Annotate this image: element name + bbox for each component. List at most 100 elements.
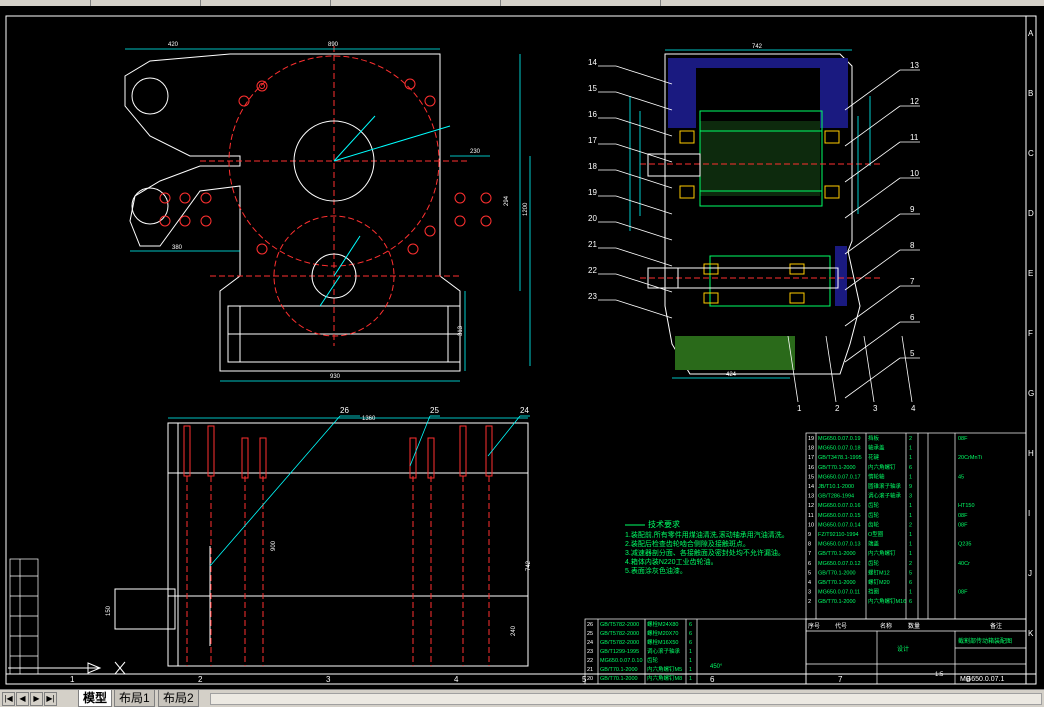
bom-cell: FZ/T92110-1994 [818,532,859,538]
tech-requirements: 技术要求 1.装配前,所有零件用煤油清洗,滚动轴承用汽油清洗。 2.装配后检查齿… [625,519,789,575]
balloon-label: 24 [520,406,529,415]
bom-cell: 2 [909,561,912,567]
bom-cell: 挡板 [868,434,880,442]
toolbar-segment [330,0,501,6]
lug-hole [131,77,169,115]
bom2-cell: 24 [587,640,593,646]
bom-cell: 45 [958,474,964,480]
section-bottom-leaders [787,335,913,403]
bom2-cell: 26 [587,622,593,628]
lug-hole [131,187,169,225]
tab-layout-1[interactable]: 布局1 [114,690,155,707]
drawing-scale: 1:5 [935,672,944,678]
bom-cell: GB/T70.1-2000 [818,599,856,605]
bom-cell: 5 [909,570,912,576]
toolbar-segment [200,0,331,6]
bom2-cell: 螺栓M20X70 [647,629,679,637]
dim-label: 420 [168,42,179,48]
first-tab-button[interactable]: |◀ [2,692,15,706]
bom-cell: 1 [909,455,912,461]
bom-cell: 2 [808,599,811,605]
front-view [124,53,461,372]
zone-number: 8 [966,675,971,684]
bom-cell: 螺钉M20 [868,578,890,586]
bom-cell: 40Cr [958,561,970,567]
balloon-label: 3 [873,404,878,413]
leader-line [844,105,901,147]
horizontal-scrollbar[interactable] [210,693,1042,705]
bom-cell: 齿轮 [868,511,880,519]
balloon-label: 10 [910,169,919,178]
leader-line [844,321,901,363]
bom-cell: 齿轮 [868,501,880,509]
tech-line: 5.表面涂灰色油漆。 [625,566,687,575]
bom2-cell: 调心滚子轴承 [647,647,681,655]
bom-cell: 14 [808,484,814,490]
bom-cell: 惰轮轴 [868,472,885,480]
bom-cell: 端盖 [868,540,880,548]
bom-cell: 19 [808,436,814,442]
front-view-bolts [159,78,492,255]
bom-cell: 17 [808,455,814,461]
bom-cell: 08F [958,590,968,596]
bom-cell: 18 [808,446,814,452]
last-tab-button[interactable]: ▶| [44,692,57,706]
balloon-label: 7 [910,277,915,286]
bom2-cell: GB/T5782-2000 [600,622,639,628]
section-centerlines [640,163,880,279]
leader-line [844,69,901,111]
bom-cell: 2 [909,436,912,442]
bom-cell: GB/T286-1994 [818,494,854,500]
bom2-cell: 1 [689,676,692,682]
leader-line [615,221,673,241]
bom2-cell: 20 [587,676,593,682]
balloon-label: 21 [588,240,597,249]
zone-letter: H [1028,449,1034,458]
tech-line: 2.装配后检查齿轮啮合侧隙及接触斑点。 [625,539,750,548]
next-tab-button[interactable]: ▶ [30,692,43,706]
leader-line [863,335,875,403]
tab-model[interactable]: 模型 [78,690,113,707]
section-bearings [679,130,840,304]
balloon-label: 18 [588,162,597,171]
bom-cell: 9 [909,484,912,490]
balloon-label: 1 [797,404,802,413]
bom-cell: HT150 [958,503,975,509]
zone-letter: B [1028,89,1033,98]
balloon-label: 22 [588,266,597,275]
dim-label: 1200 [523,202,529,216]
bom-cell: 1 [909,542,912,548]
leader-line [844,249,901,291]
window-top-strip [0,0,1044,6]
bom-cell: 轴承盖 [868,444,885,452]
bom-cell: 圆锥滚子轴承 [868,482,902,490]
bom-cell: MG650.0.07.0.14 [818,522,861,528]
bom-cell: GB/T70.1-2000 [818,570,856,576]
section-shaft [647,153,839,289]
prev-tab-button[interactable]: ◀ [16,692,29,706]
front-view-gears [200,46,470,346]
plan-shaft [114,588,176,630]
bom-cell: 内六角螺钉 [868,549,896,557]
bom-cell: MG650.0.07.0.17 [818,474,861,480]
leader-line [787,335,799,403]
bom-cell: MG650.0.07.0.15 [818,513,861,519]
balloon-label: 4 [911,404,916,413]
bom2-cell: GB/T70.1-2000 [600,667,638,673]
leader-line [901,335,913,403]
bom2-cell: GB/T5782-2000 [600,640,639,646]
bom-cell: 挡圈 [868,588,880,596]
section-right-leaders [844,69,920,399]
balloon-label: 2 [835,404,840,413]
bom-cell: 1 [909,590,912,596]
bom-cell: 15 [808,474,814,480]
section-hatch [668,58,848,370]
bom-cell: 调心滚子轴承 [868,492,902,500]
tab-layout-2[interactable]: 布局2 [158,690,199,707]
balloon-label: 15 [588,84,597,93]
balloon-label: 11 [910,133,919,142]
housing-outline [124,53,461,372]
